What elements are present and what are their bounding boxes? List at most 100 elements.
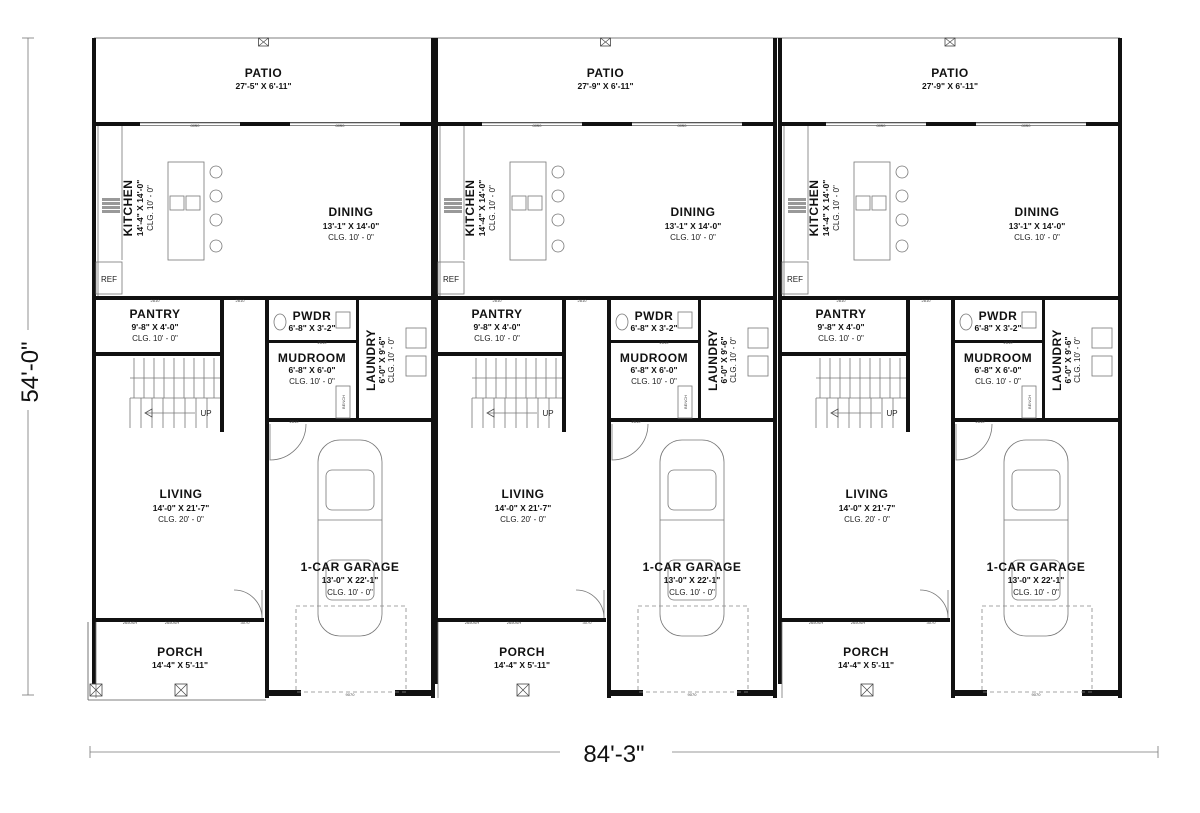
garage-label: 1-CAR GARAGE [987,560,1086,574]
kitchen-label: KITCHEN [121,180,135,237]
mudroom-dims: 6'-8" X 6'-0" [974,365,1021,375]
kitchen-clg: CLG. 10' - 0" [488,185,497,231]
bench-label: BENCH [1027,395,1032,409]
patio-label: PATIO [587,66,624,80]
pantry-clg: CLG. 10' - 0" [474,334,520,343]
dining-dims: 13'-1" X 14'-0" [1009,221,1066,231]
laundry-dims: 6'-0" X 9'-6" [719,336,729,383]
bench-label: BENCH [341,395,346,409]
porch-post-left [89,683,103,697]
window-tag-2: 2650SH [851,620,866,625]
door-tag-garage: 2810 [976,419,986,424]
living-clg: CLG. 20' - 0" [158,515,204,524]
door-tag-pwdr: 2610 [660,340,670,345]
width-label: 84'-3" [583,741,644,768]
garage-label: 1-CAR GARAGE [301,560,400,574]
overall-width-dimension: 84'-3" [89,738,1159,768]
pantry-clg: CLG. 10' - 0" [818,334,864,343]
patio-dims: 27'-9" X 6'-11" [922,81,978,91]
door-tag-slider: 8050 [1022,123,1032,128]
dining-label: DINING [671,205,716,219]
living-dims: 14'-0" X 21'-7" [839,503,896,513]
dining-dims: 13'-1" X 14'-0" [323,221,380,231]
porch-dims: 14'-4" X 5'-11" [838,660,894,670]
door-tag-slider: 8050 [533,123,543,128]
garage-clg: CLG. 10' - 0" [327,588,373,597]
pantry-label: PANTRY [130,307,181,321]
door-tag-garage-door: 9070 [1032,692,1042,697]
door-tag-pwdr: 2610 [1004,340,1014,345]
porch-dims: 14'-4" X 5'-11" [152,660,208,670]
pwdr-label: PWDR [635,309,674,323]
window-tag-2: 2650SH [507,620,522,625]
mudroom-clg: CLG. 10' - 0" [975,377,1021,386]
living-label: LIVING [501,487,544,501]
laundry-label: LAUNDRY [706,329,720,391]
window-tag-2: 2650SH [165,620,180,625]
door-tag-garage-door: 9070 [346,692,356,697]
pantry-label: PANTRY [816,307,867,321]
overall-depth-dimension: 54'-0" [12,37,44,696]
stair-up-label: UP [200,409,211,418]
dining-dims: 13'-1" X 14'-0" [665,221,722,231]
living-label: LIVING [845,487,888,501]
laundry-label: LAUNDRY [364,329,378,391]
pwdr-dims: 6'-8" X 3'-2" [630,323,677,333]
laundry-dims: 6'-0" X 9'-6" [377,336,387,383]
patio-label: PATIO [931,66,968,80]
pantry-dims: 9'-8" X 4'-0" [131,322,178,332]
patio-dims: 27'-9" X 6'-11" [577,81,633,91]
mudroom-dims: 6'-8" X 6'-0" [630,365,677,375]
porch-dims: 14'-4" X 5'-11" [494,660,550,670]
mudroom-label: MUDROOM [620,351,688,365]
door-tag-slider: 8050 [336,123,346,128]
door-tag-hall: 2810 [578,298,588,303]
pwdr-dims: 6'-8" X 3'-2" [974,323,1021,333]
kitchen-dims: 14'-4" X 14'-0" [135,180,145,237]
pantry-dims: 9'-8" X 4'-0" [473,322,520,332]
laundry-label: LAUNDRY [1050,329,1064,391]
door-tag-slider: 8050 [191,123,201,128]
ref-label: REF [443,275,459,284]
dining-clg: CLG. 10' - 0" [670,233,716,242]
dining-label: DINING [1015,205,1060,219]
kitchen-label: KITCHEN [463,180,477,237]
dining-clg: CLG. 10' - 0" [328,233,374,242]
living-dims: 14'-0" X 21'-7" [495,503,552,513]
garage-clg: CLG. 10' - 0" [669,588,715,597]
door-tag-slider: 8050 [678,123,688,128]
window-tag-1: 2650SH [465,620,480,625]
kitchen-clg: CLG. 10' - 0" [146,185,155,231]
living-dims: 14'-0" X 21'-7" [153,503,210,513]
mudroom-label: MUDROOM [964,351,1032,365]
kitchen-clg: CLG. 10' - 0" [832,185,841,231]
bench-label: BENCH [683,395,688,409]
door-tag-garage-door: 9070 [688,692,698,697]
living-clg: CLG. 20' - 0" [500,515,546,524]
living-label: LIVING [159,487,202,501]
pwdr-label: PWDR [293,309,332,323]
porch-label: PORCH [157,645,203,659]
door-tag-pantry: 2810 [837,298,847,303]
pwdr-label: PWDR [979,309,1018,323]
kitchen-dims: 14'-4" X 14'-0" [821,180,831,237]
door-tag-pantry: 2810 [493,298,503,303]
ref-label: REF [787,275,803,284]
door-tag-front: 3070 [927,620,937,625]
mudroom-dims: 6'-8" X 6'-0" [288,365,335,375]
pwdr-dims: 6'-8" X 3'-2" [288,323,335,333]
door-tag-pantry: 2810 [151,298,161,303]
kitchen-dims: 14'-4" X 14'-0" [477,180,487,237]
mudroom-clg: CLG. 10' - 0" [289,377,335,386]
garage-label: 1-CAR GARAGE [643,560,742,574]
dining-clg: CLG. 10' - 0" [1014,233,1060,242]
kitchen-label: KITCHEN [807,180,821,237]
garage-dims: 13'-0" X 22'-1" [664,575,721,585]
window-tag-1: 2650SH [809,620,824,625]
patio-label: PATIO [245,66,282,80]
garage-clg: CLG. 10' - 0" [1013,588,1059,597]
garage-dims: 13'-0" X 22'-1" [1008,575,1065,585]
